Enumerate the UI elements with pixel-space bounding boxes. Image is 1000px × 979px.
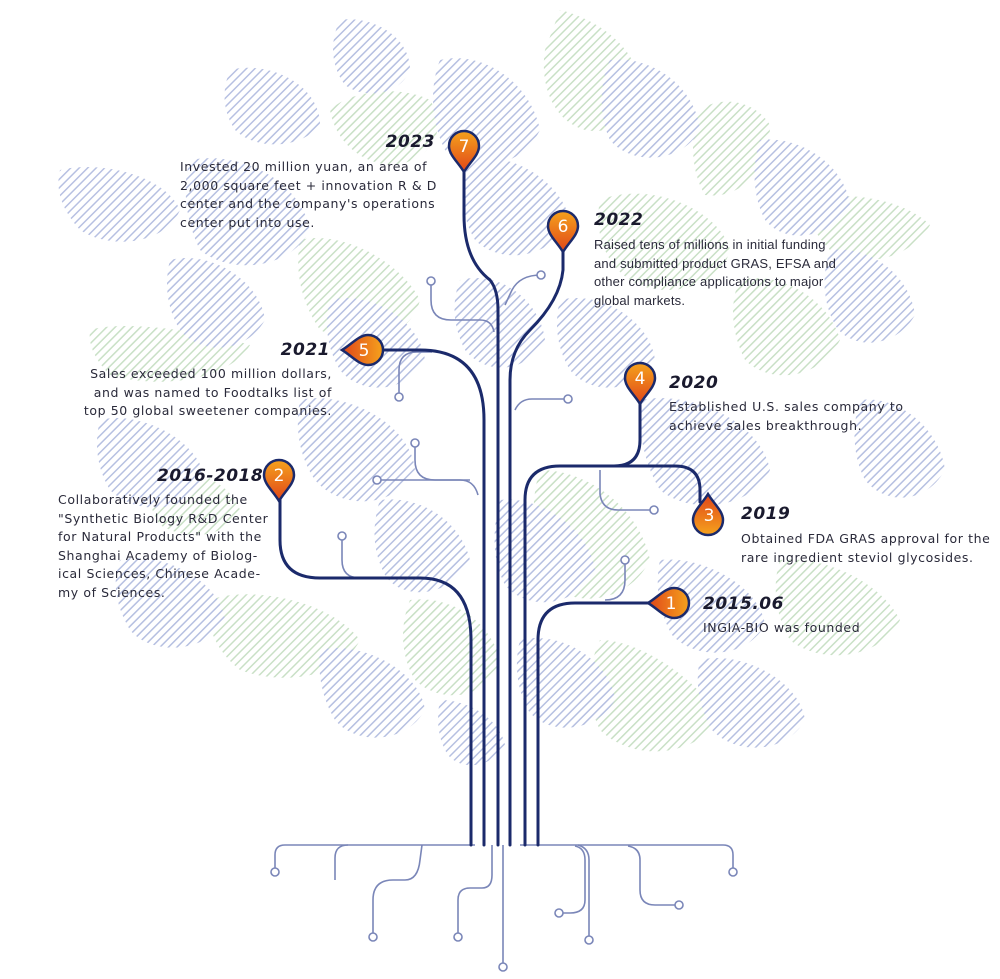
milestone-year-2015-06: 2015.06 (703, 594, 784, 614)
milestone-year-2022: 2022 (594, 210, 644, 230)
leaf (693, 101, 770, 196)
milestone-description-2019: Obtained FDA GRAS approval for the rare … (741, 530, 990, 567)
pin-number: 4 (635, 369, 646, 389)
description-line: center put into use. (180, 214, 315, 230)
twig-nodes (270, 270, 738, 972)
description-line: Invested 20 million yuan, an area of (180, 159, 428, 174)
leaf (657, 559, 765, 653)
description-line: rare ingredient steviol glycosides. (741, 549, 974, 565)
pin-2: 2 (262, 458, 296, 504)
pin-number: 3 (704, 506, 715, 526)
description-line: center and the company's operations (180, 196, 436, 211)
twigs (274, 274, 734, 965)
pin-number: 5 (359, 341, 370, 361)
milestone-year-2016-2018: 2016-2018 (157, 466, 264, 486)
milestone-year-2019: 2019 (741, 504, 791, 524)
leaf (463, 158, 570, 256)
leaf (697, 658, 805, 748)
branch-7 (462, 162, 500, 847)
milestone-description-2016-2018: Collaboratively founded the "Synthetic B… (58, 491, 268, 602)
pin-number: 1 (666, 594, 677, 614)
leaf (494, 499, 595, 603)
pin-6: 6 (546, 209, 580, 255)
leaf (754, 139, 850, 236)
description-line: Obtained FDA GRAS approval for the (741, 531, 991, 546)
description-line: and submitted product GRAS, EFSA and (594, 255, 837, 271)
milestone-year-2023: 2023 (385, 132, 435, 152)
description-line: top 50 global sweetener companies. (83, 403, 332, 418)
milestone-pins: 7 6 5 4 3 2 1 (262, 129, 725, 620)
pin-4: 4 (623, 361, 657, 407)
description-line: achieve sales breakthrough. (669, 417, 863, 433)
milestone-description-2023: Invested 20 million yuan, an area of 2,0… (180, 158, 437, 232)
milestone-description-2022: Raised tens of millions in initial fundi… (594, 236, 836, 310)
leaf (330, 91, 438, 165)
branch-4 (523, 395, 642, 847)
pin-3 (691, 491, 725, 537)
leaf (115, 558, 225, 648)
leaf (333, 19, 410, 94)
leaf (639, 398, 770, 506)
description-line: "Synthetic Biology R&D Center (58, 510, 269, 526)
description-line: and was named to Foodtalks list of (93, 384, 332, 400)
leaf (167, 258, 265, 348)
leaf (824, 249, 915, 343)
leaf (224, 67, 320, 145)
canopy-leaves (58, 10, 945, 766)
description-line: other compliance applications to major (594, 274, 824, 289)
description-line: Raised tens of millions in initial fundi… (594, 237, 826, 252)
leaf (454, 278, 545, 368)
description-line: Established U.S. sales company to (669, 399, 904, 414)
description-line: my of Sciences. (58, 584, 166, 600)
pin-number: 7 (459, 137, 470, 157)
leaf (319, 648, 425, 738)
branch-1 (536, 601, 657, 847)
leaf (297, 398, 415, 502)
pin-number: 6 (558, 217, 569, 237)
description-line: Collaboratively founded the (58, 492, 248, 507)
description-line: ical Sciences, Chinese Acade- (58, 566, 261, 581)
leaf (598, 193, 730, 290)
leaf (97, 418, 205, 508)
branch-6 (508, 242, 565, 847)
pin-number: 2 (274, 466, 285, 486)
description-line: Shanghai Academy of Biolog- (58, 547, 258, 563)
description-line: for Natural Products" with the (58, 529, 262, 544)
leaf (854, 399, 945, 498)
leaf (374, 499, 470, 593)
branch-3 (612, 464, 702, 504)
trunk-branches (278, 162, 702, 847)
milestone-description-2015-06: INGIA-BIO was founded (703, 619, 860, 638)
description-line: INGIA-BIO was founded (703, 620, 861, 635)
leaf (733, 278, 840, 376)
leaf (516, 638, 615, 728)
leaf (185, 158, 310, 266)
description-line: global markets. (594, 292, 686, 308)
branch-5 (380, 348, 486, 847)
leaf (601, 59, 700, 158)
milestone-year-2021: 2021 (280, 340, 330, 360)
description-line: 2,000 square feet + innovation R & D (180, 177, 437, 193)
leaf (403, 599, 500, 696)
pin-1 (645, 586, 691, 620)
milestone-year-2020: 2020 (669, 373, 719, 393)
milestone-description-2020: Established U.S. sales company to achiev… (669, 398, 904, 435)
pin-7: 7 (447, 129, 481, 175)
leaf (58, 166, 180, 242)
milestone-description-2021: Sales exceeded 100 million dollars, and … (84, 365, 332, 421)
pin-5 (339, 333, 385, 367)
branch-2 (278, 493, 473, 847)
leaf (775, 559, 900, 656)
description-line: Sales exceeded 100 million dollars, (90, 366, 332, 381)
leaf (589, 640, 720, 752)
